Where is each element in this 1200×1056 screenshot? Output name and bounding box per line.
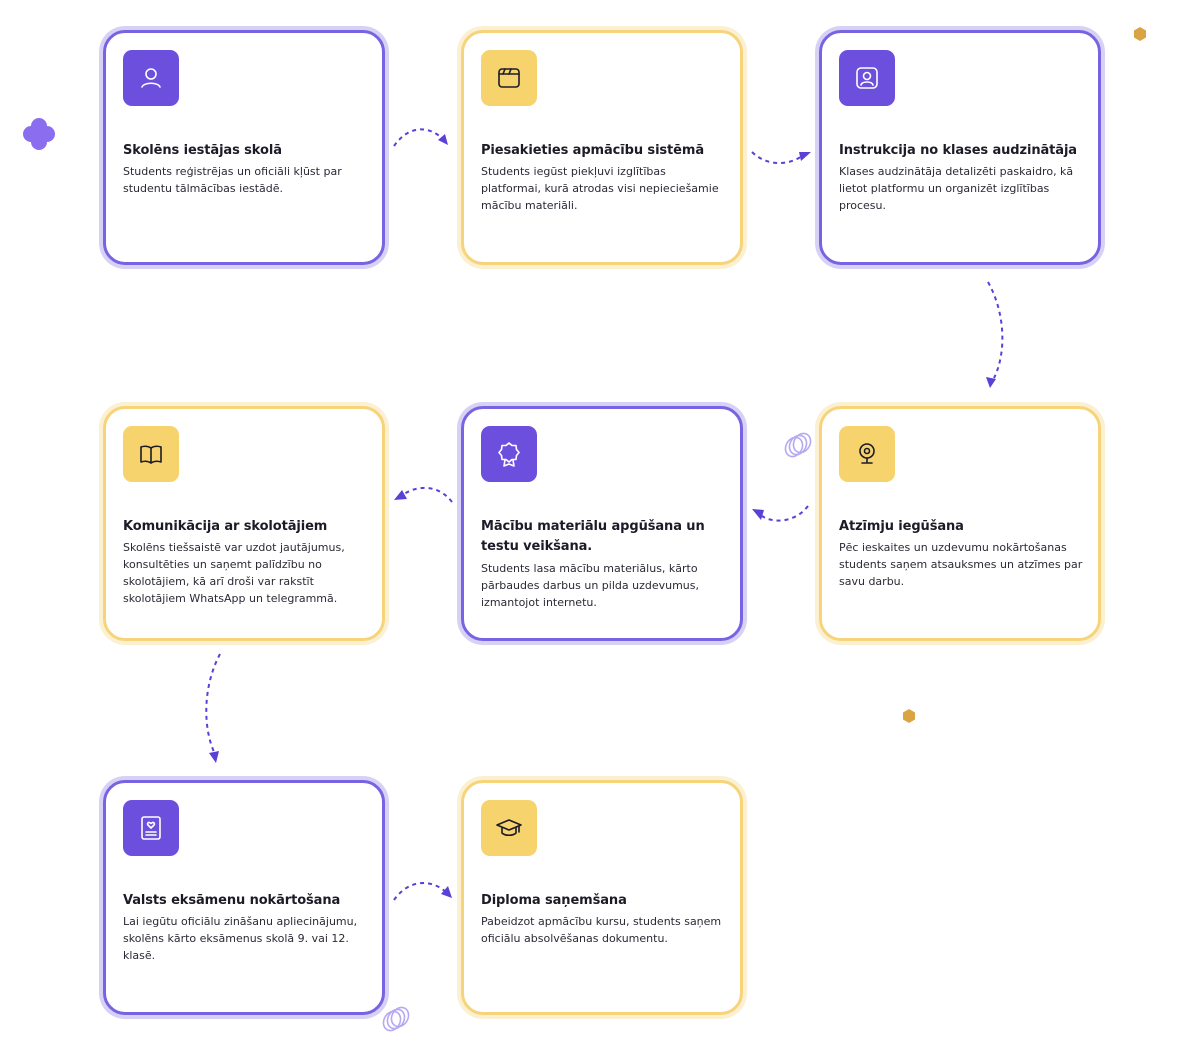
step-title: Mācību materiālu apgūšana un testu veikš… xyxy=(481,519,705,554)
step-title: Instrukcija no klases audzinātāja xyxy=(839,143,1077,158)
step-icon-box xyxy=(481,800,537,856)
webcam-icon xyxy=(859,443,875,464)
step-icon-box xyxy=(123,50,179,106)
certificate-heart-icon xyxy=(141,816,161,840)
step-icon-box xyxy=(481,426,537,482)
step-card-enrollment: Skolēns iestājas skolā Students reģistrē… xyxy=(103,30,385,265)
step-card-diploma: Diploma saņemšana Pabeidzot apmācību kur… xyxy=(461,780,743,1015)
arrow-step4-to-step5 xyxy=(752,505,809,522)
step-title: Atzīmju iegūšana xyxy=(839,519,964,534)
step-title: Komunikācija ar skolotājiem xyxy=(123,519,328,534)
arrow-step3-to-step4 xyxy=(986,281,1004,388)
step-description: Lai iegūtu oficiālu zināšanu apliecināju… xyxy=(123,915,358,962)
arrow-step7-to-step8 xyxy=(393,881,452,901)
arrow-step1-to-step2 xyxy=(393,128,448,147)
step-description: Pabeidzot apmācību kursu, students saņem… xyxy=(481,915,722,945)
step-title: Valsts eksāmenu nokārtošana xyxy=(123,893,341,908)
step-description: Pēc ieskaites un uzdevumu nokārtošanas s… xyxy=(839,541,1083,588)
rings-decoration xyxy=(784,432,812,458)
arrow-step5-to-step6 xyxy=(394,486,453,503)
arrow-step6-to-step7 xyxy=(205,653,221,763)
step-card-communication: Komunikācija ar skolotājiem Skolēns tieš… xyxy=(103,406,385,641)
step-icon-box xyxy=(123,800,179,856)
step-icon-box xyxy=(481,50,537,106)
rings-decoration xyxy=(382,1006,410,1032)
browser-window-icon xyxy=(498,68,520,88)
step-card-study-materials: Mācību materiālu apgūšana un testu veikš… xyxy=(461,406,743,641)
step-card-instruction: Instrukcija no klases audzinātāja Klases… xyxy=(819,30,1101,265)
step-description: Skolēns tiešsaistē var uzdot jautājumus,… xyxy=(123,541,345,605)
step-icon-box xyxy=(839,426,895,482)
step-card-state-exams: Valsts eksāmenu nokārtošana Lai iegūtu o… xyxy=(103,780,385,1015)
step-card-grades: Atzīmju iegūšana Pēc ieskaites un uzdevu… xyxy=(819,406,1101,641)
step-description: Students reģistrējas un oficiāli kļūst p… xyxy=(123,165,342,195)
open-book-icon xyxy=(140,445,162,464)
hexagon-decoration xyxy=(903,709,915,723)
step-title: Diploma saņemšana xyxy=(481,893,627,908)
user-icon xyxy=(141,68,161,88)
step-card-login: Piesakieties apmācību sistēmā Students i… xyxy=(461,30,743,265)
arrow-step2-to-step3 xyxy=(751,151,811,164)
flower-decoration xyxy=(23,118,55,150)
step-icon-box xyxy=(123,426,179,482)
step-description: Students lasa mācību materiālus, kārto p… xyxy=(481,562,699,609)
step-description: Students iegūst piekļuvi izglītības plat… xyxy=(481,165,719,212)
step-description: Klases audzinātāja detalizēti paskaidro,… xyxy=(839,165,1074,212)
step-title: Skolēns iestājas skolā xyxy=(123,143,282,158)
step-title: Piesakieties apmācību sistēmā xyxy=(481,143,705,158)
step-icon-box xyxy=(839,50,895,106)
teacher-profile-icon xyxy=(856,67,878,89)
award-badge-icon xyxy=(498,442,520,467)
hexagon-decoration xyxy=(1134,27,1146,41)
graduation-cap-icon xyxy=(496,819,522,837)
